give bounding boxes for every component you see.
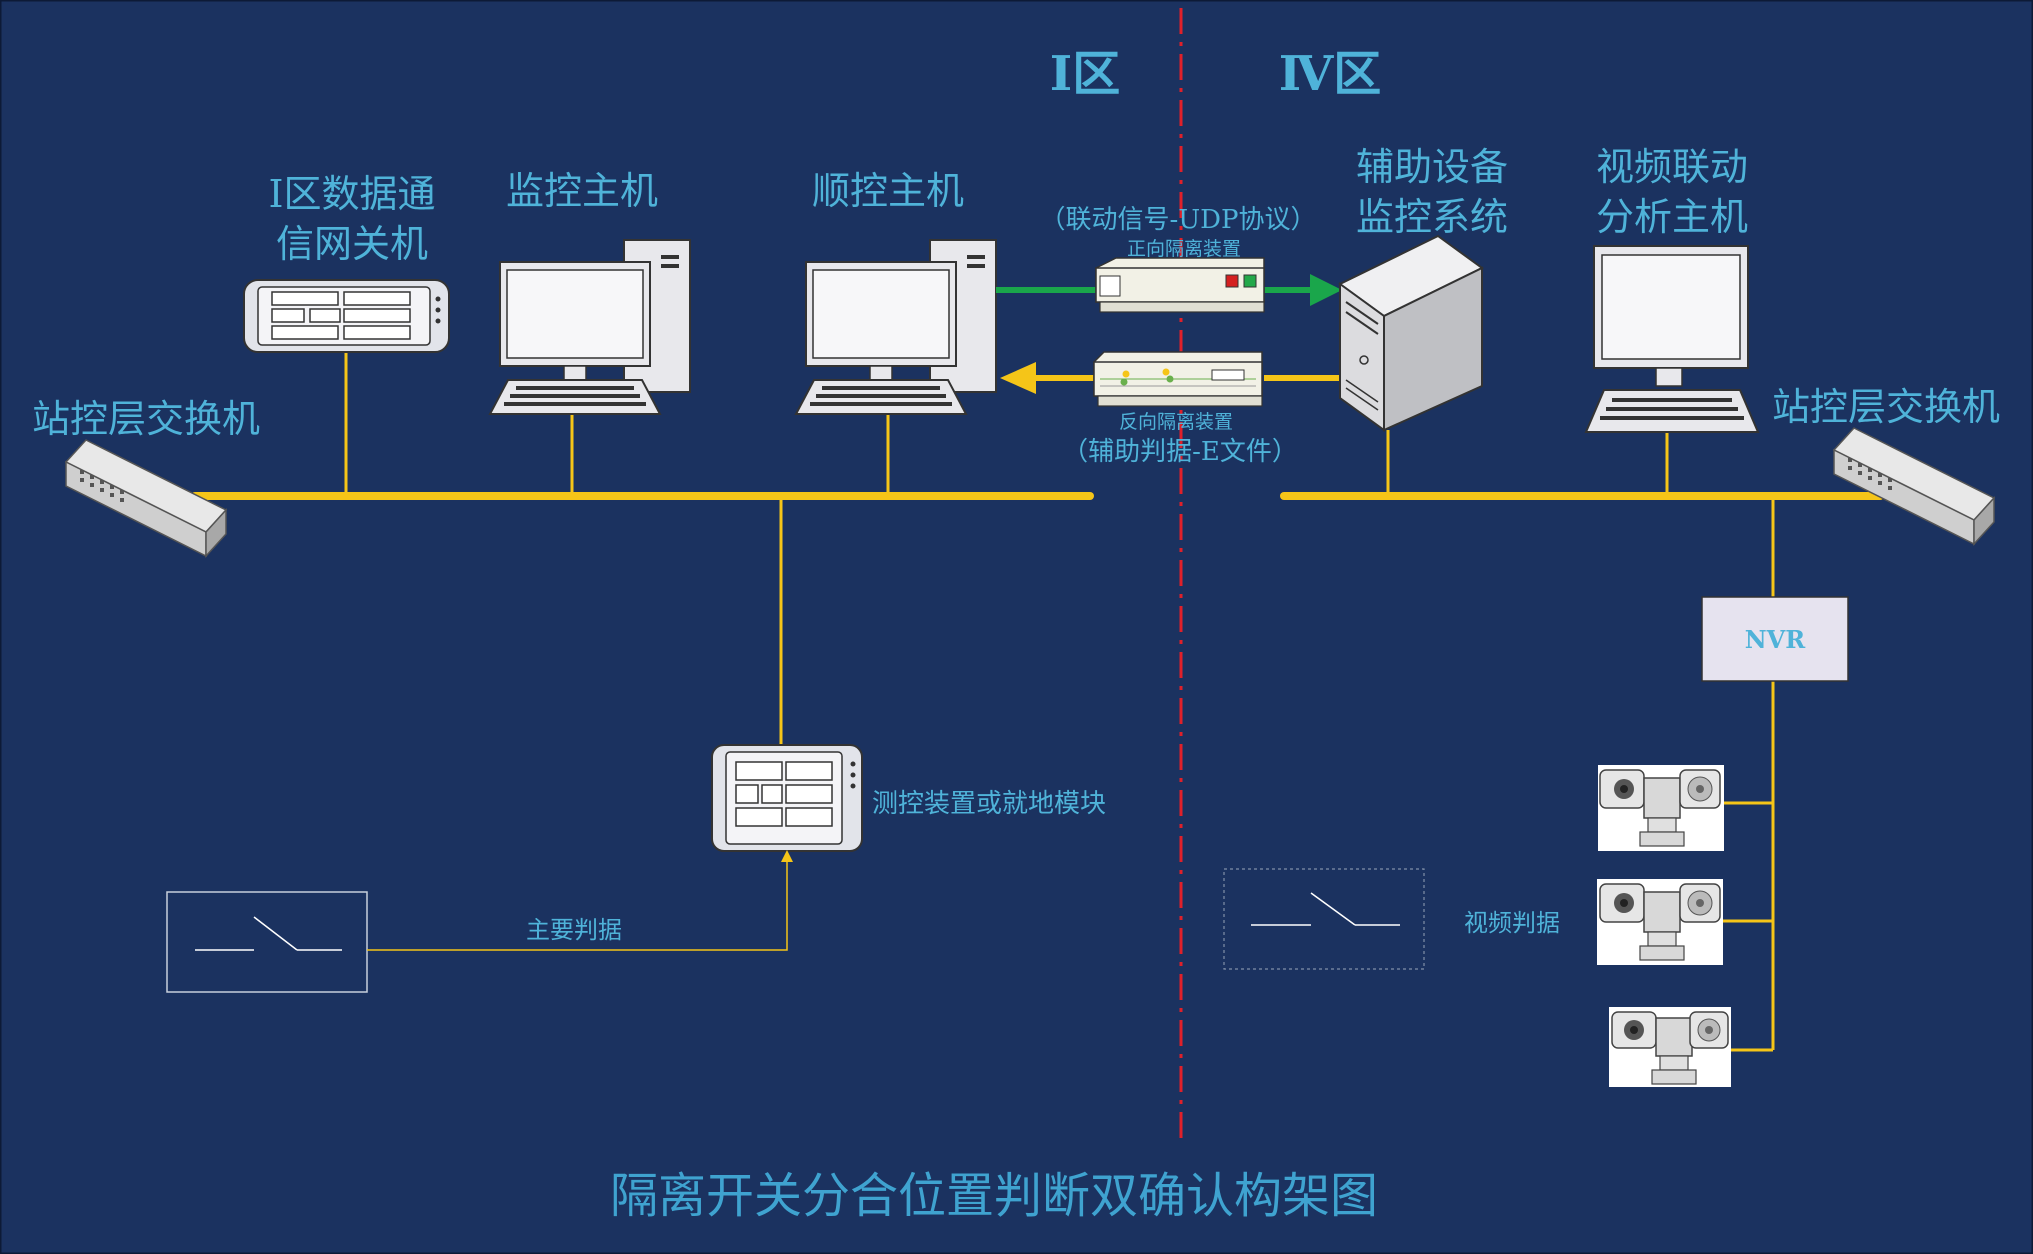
forward-protocol-label: （联动信号-UDP协议） (1039, 205, 1316, 235)
primary-criterion-line (367, 858, 788, 951)
camera-2-icon (1597, 879, 1723, 965)
camera-3-icon (1609, 1007, 1731, 1087)
video-host-icon (1584, 245, 1760, 433)
sequence-host-icon (794, 239, 997, 415)
right-switch-icon (1832, 427, 1996, 546)
aux-server-icon (1338, 234, 1484, 432)
reverse-arrow-head (1000, 362, 1036, 394)
monitor-host-icon (488, 239, 691, 415)
gateway-label-line2: 信网关机 (276, 222, 428, 266)
zone-label-iv: Ⅳ区 (1279, 46, 1381, 102)
camera-1-icon (1598, 765, 1724, 851)
primary-criterion-label: 主要判据 (526, 916, 622, 944)
forward-device-label: 正向隔离装置 (1127, 238, 1241, 260)
nvr-label: NVR (1745, 625, 1807, 654)
forward-arrow-head (1310, 274, 1342, 306)
aux-label-line2: 监控系统 (1356, 195, 1508, 239)
video-switch-symbol (1223, 868, 1425, 970)
video-criterion-label: 视频判据 (1464, 909, 1560, 937)
primary-criterion-arrowhead (781, 850, 793, 862)
video-label-line2: 分析主机 (1596, 195, 1748, 239)
left-switch-icon (64, 439, 228, 558)
reverse-protocol-label: （辅助判据-E文件） (1062, 437, 1298, 467)
reverse-device-label: 反向隔离装置 (1119, 411, 1233, 433)
measure-device-icon (711, 744, 863, 852)
forward-isolation-device-icon (1095, 257, 1265, 313)
gateway-device-icon (243, 279, 450, 353)
measure-device-label: 测控装置或就地模块 (872, 789, 1106, 819)
right-switch-label: 站控层交换机 (1772, 385, 2000, 429)
gateway-label-line1: Ⅰ区数据通 (268, 172, 435, 216)
primary-switch-symbol (166, 891, 368, 993)
sequence-host-label: 顺控主机 (812, 169, 964, 213)
aux-label-line1: 辅助设备 (1356, 145, 1508, 189)
diagram-title: 隔离开关分合位置判断双确认构架图 (610, 1168, 1378, 1224)
video-label-line1: 视频联动 (1596, 145, 1748, 189)
monitor-host-label: 监控主机 (506, 169, 658, 213)
nvr-box (1701, 596, 1849, 682)
zone-label-i: I区 (1050, 46, 1120, 102)
reverse-isolation-device-icon (1093, 351, 1263, 407)
left-switch-label: 站控层交换机 (32, 397, 260, 441)
